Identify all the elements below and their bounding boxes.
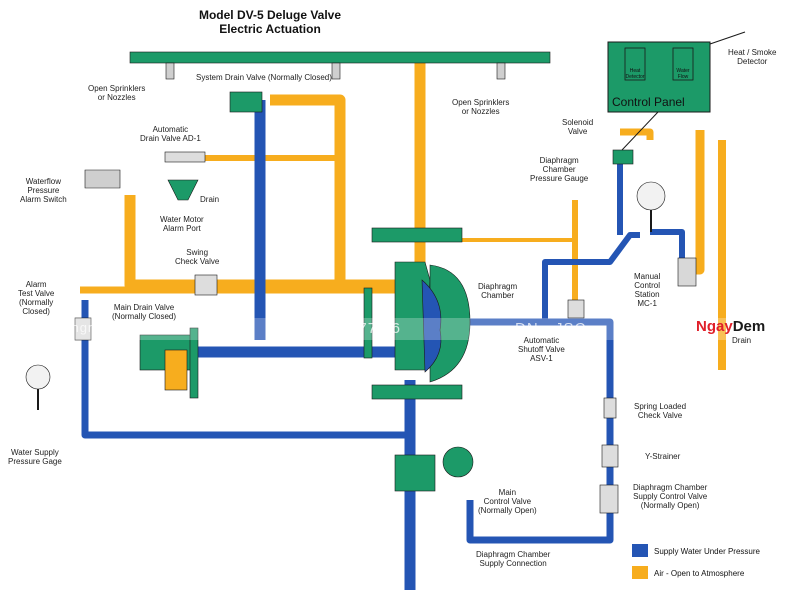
label-main-control-valve: Main Control Valve (Normally Open): [478, 488, 537, 515]
label-manual-control-station: Manual Control Station MC-1: [634, 272, 661, 308]
control-panel-label: Control Panel: [612, 95, 685, 109]
label-main-drain-valve: Main Drain Valve (Normally Closed): [112, 303, 177, 321]
alarm-line: [124, 195, 400, 291]
diagram-title: Model DV-5 Deluge Valve Electric Actuati…: [160, 8, 380, 36]
label-open-sprinklers-left: Open Sprinklers or Nozzles: [88, 84, 146, 102]
sprinkler-left-1: [165, 62, 175, 80]
main-control-valve-body: [394, 454, 436, 492]
auto-drain-valve: [164, 151, 206, 163]
legend-swatch-supply: [632, 544, 648, 557]
label-solenoid-valve: Solenoid Valve: [562, 118, 594, 136]
brand-part-1: Ngay: [696, 318, 733, 335]
title-line-1: Model DV-5 Deluge Valve: [198, 8, 342, 22]
label-supply-control-valve: Diaphragm Chamber Supply Control Valve (…: [633, 483, 708, 510]
cp-left-button-label: Heat Detector: [625, 68, 645, 80]
sprinkler-right-1: [496, 62, 506, 80]
watermark-phone: 0919.29.77.76: [292, 320, 401, 337]
label-drain-right: Drain: [732, 336, 752, 345]
label-swing-check-valve: Swing Check Valve: [175, 248, 220, 266]
label-supply-connection: Diaphragm Chamber Supply Connection: [476, 550, 551, 568]
system-drain-pipe: [270, 94, 400, 291]
supply-piping: [81, 100, 685, 590]
waterflow-switch: [84, 169, 121, 189]
label-drain-left: Drain: [200, 195, 220, 204]
asv-valve: [567, 299, 585, 319]
cp-right-button-label: Water Flow: [676, 68, 690, 80]
label-waterflow-switch: Waterflow Pressure Alarm Switch: [20, 177, 67, 204]
y-strainer: [601, 444, 619, 468]
sprinkler-left-2: [331, 62, 341, 80]
valve-components: [129, 51, 634, 492]
label-automatic-drain-valve: Automatic Drain Valve AD-1: [140, 125, 201, 143]
label-diaphragm-chamber: Diaphragm Chamber: [478, 282, 518, 300]
watermark-band: [0, 318, 800, 340]
supply-control-valve: [599, 484, 619, 514]
title-line-2: Electric Actuation: [219, 22, 321, 36]
diaphragm-supply-line: [466, 318, 614, 544]
label-system-drain-valve: System Drain Valve (Normally Closed): [196, 73, 332, 82]
watermark-site: pccongnghedem.vn: [40, 320, 170, 335]
manual-station-line: [650, 229, 685, 265]
detector-return-line: [690, 130, 705, 275]
sprinkler-header: [129, 51, 551, 64]
main-control-handwheel: [442, 446, 474, 478]
label-diaphragm-gauge: Diaphragm Chamber Pressure Gauge: [530, 156, 589, 183]
diaphragm-gauge: [636, 181, 666, 211]
brand-logo: NgayDem: [696, 318, 765, 335]
chamber-flange-left: [363, 287, 373, 359]
spring-check-valve: [603, 397, 617, 419]
system-drain-valve: [229, 91, 263, 113]
label-open-sprinklers-right: Open Sprinklers or Nozzles: [452, 98, 510, 116]
legend-label-air: Air - Open to Atmosphere: [654, 569, 745, 578]
supply-gage: [25, 364, 51, 390]
auto-drain-funnel: [167, 179, 199, 201]
label-heat-smoke-detector: Heat / Smoke Detector: [728, 48, 777, 66]
legend-swatch-air: [632, 566, 648, 579]
label-y-strainer: Y-Strainer: [645, 452, 681, 461]
detector-wire: [709, 31, 746, 45]
brand-part-2: Dem: [732, 318, 766, 335]
gage-line: [81, 300, 410, 439]
label-water-supply-gage: Water Supply Pressure Gage: [8, 448, 62, 466]
fittings: [25, 62, 697, 514]
label-alarm-test-valve: Alarm Test Valve (Normally Closed): [18, 280, 55, 316]
legend-label-supply: Supply Water Under Pressure: [654, 547, 760, 556]
manual-station: [677, 257, 697, 287]
control-panel-button-right: [672, 47, 694, 81]
alarm-test-valve: [74, 317, 92, 341]
solenoid-drain-line: [620, 128, 654, 140]
asv-blue-line: [542, 232, 640, 322]
swing-check-valve: [194, 274, 218, 296]
solenoid-wire: [621, 111, 659, 151]
riser-flange-bottom: [371, 384, 463, 400]
watermark-company: DN - JSC: [515, 320, 587, 337]
main-drain-orange: [164, 349, 188, 391]
label-spring-check-valve: Spring Loaded Check Valve: [634, 402, 687, 420]
label-water-motor-port: Water Motor Alarm Port: [160, 215, 204, 233]
riser-flange-top: [371, 227, 463, 243]
solenoid-valve: [612, 149, 634, 165]
diaphragm-chamber-body: [429, 264, 471, 383]
main-drain-flange: [189, 327, 199, 399]
control-panel-button-left: [624, 47, 646, 81]
label-automatic-shutoff-valve: Automatic Shutoff Valve ASV-1: [518, 336, 565, 363]
diaphragm: [421, 279, 442, 373]
